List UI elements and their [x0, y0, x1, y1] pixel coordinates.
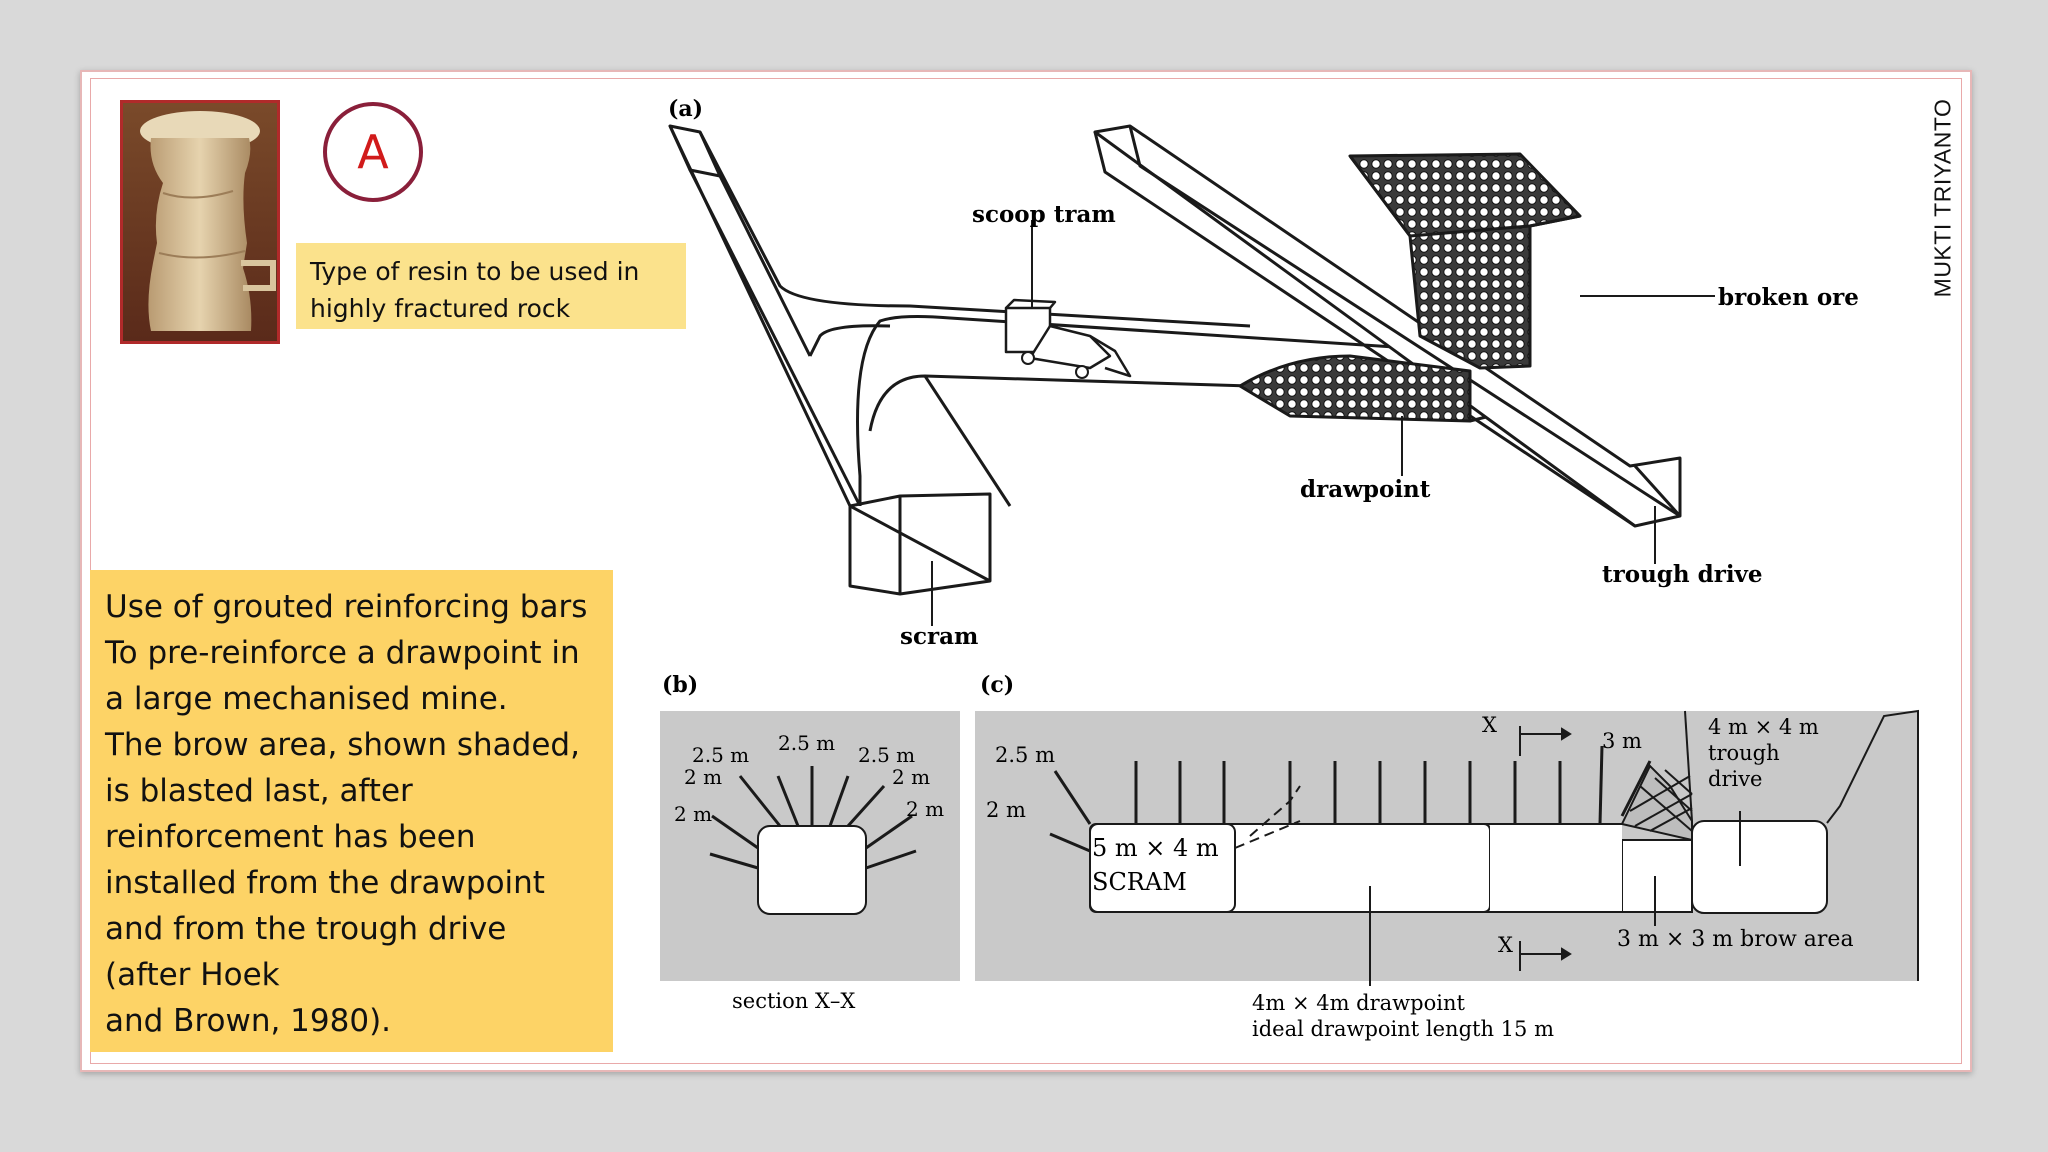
- section-marker: X: [1498, 933, 1513, 957]
- notes-line: and Brown, 1980).: [105, 1003, 392, 1039]
- panel-b: 2.5 m 2.5 m 2.5 m 2 m 2 m 2 m 2 m sectio…: [660, 711, 960, 1013]
- span-label: 2 m: [674, 802, 712, 826]
- diagram-svg: (a) scoop tram broken ore drawpoint trou…: [660, 96, 1919, 1041]
- callout-scram: scram: [900, 623, 978, 650]
- notes-line: (after Hoek: [105, 957, 280, 993]
- panel-a-label: (a): [668, 96, 703, 122]
- trough-label: trough: [1708, 741, 1780, 765]
- author-label: MUKTI TRIYANTO: [1928, 88, 1958, 308]
- circle-label-a: A: [323, 102, 423, 202]
- panel-b-label: (b): [662, 672, 698, 698]
- notes-line: a large mechanised mine.: [105, 681, 508, 717]
- drawpoint-size: 4m × 4m drawpoint: [1252, 991, 1465, 1015]
- photo-caption-line: Type of resin to be used in: [310, 257, 640, 286]
- notes-line: is blasted last, after: [105, 773, 413, 809]
- panel-c-label: (c): [980, 672, 1014, 698]
- scram-size: 5 m × 4 m: [1092, 834, 1219, 862]
- photo-caption: Type of resin to be used in highly fract…: [296, 243, 686, 329]
- callout-drawpoint: drawpoint: [1300, 476, 1431, 503]
- panel-a: [668, 124, 1715, 626]
- trough-size: 4 m × 4 m: [1708, 715, 1819, 739]
- bolt-length-label: 2.5 m: [995, 743, 1055, 767]
- notes-line: reinforcement has been: [105, 819, 476, 855]
- notes-line: Use of grouted reinforcing bars: [105, 589, 588, 625]
- trough-label: drive: [1708, 767, 1763, 791]
- callout-scoop-tram: scoop tram: [972, 201, 1116, 228]
- panel-c: 2.5 m 2 m 5 m × 4 m SCRAM X X 3 m 4 m × …: [975, 709, 1919, 1041]
- notes-line: The brow area, shown shaded,: [105, 727, 580, 763]
- section-label: section X–X: [732, 989, 855, 1013]
- span-label: 2.5 m: [858, 743, 915, 767]
- drawpoint-diagram: (a) scoop tram broken ore drawpoint trou…: [650, 86, 1930, 1061]
- notes-line: and from the trough drive: [105, 911, 507, 947]
- notes-line: To pre-reinforce a drawpoint in: [105, 635, 580, 671]
- brow-bolt-length: 3 m: [1602, 729, 1642, 753]
- scram-name: SCRAM: [1092, 868, 1187, 896]
- resin-photo: [120, 100, 280, 344]
- drawpoint-length: ideal drawpoint length 15 m: [1252, 1017, 1554, 1041]
- notes-box: Use of grouted reinforcing bars To pre-r…: [90, 570, 613, 1052]
- span-label: 2 m: [892, 765, 930, 789]
- span-label: 2.5 m: [692, 743, 749, 767]
- callout-trough-drive: trough drive: [1602, 561, 1763, 588]
- photo-caption-line: highly fractured rock: [310, 294, 571, 323]
- callout-broken-ore: broken ore: [1718, 284, 1859, 311]
- bolt-length-label: 2 m: [986, 798, 1026, 822]
- span-label: 2 m: [684, 765, 722, 789]
- notes-line: installed from the drawpoint: [105, 865, 545, 901]
- span-label: 2.5 m: [778, 731, 835, 755]
- author-text: MUKTI TRIYANTO: [1929, 98, 1956, 298]
- span-label: 2 m: [906, 797, 944, 821]
- section-marker: X: [1482, 713, 1497, 737]
- brow-area-label: 3 m × 3 m brow area: [1617, 927, 1854, 952]
